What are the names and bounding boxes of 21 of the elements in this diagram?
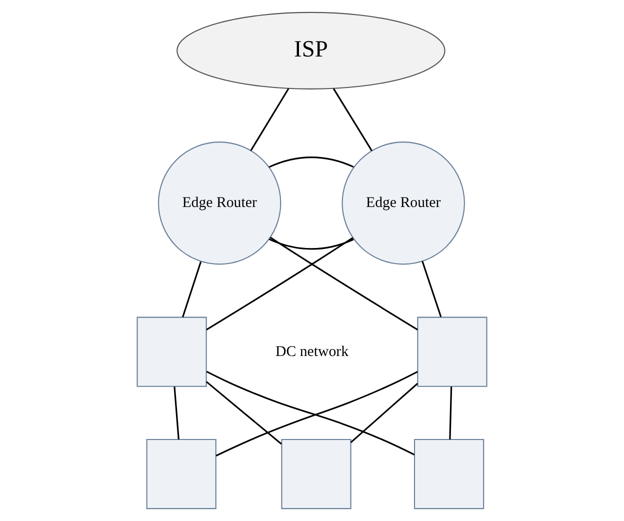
connector [449,386,452,440]
node-box [136,316,207,387]
connector [422,261,442,318]
connector [270,236,418,330]
connector [268,238,354,250]
connector [268,156,354,168]
connector [350,382,418,444]
connector [174,386,180,440]
node-box [146,438,216,510]
connector [182,261,202,318]
node-circle: Edge Router [158,142,282,265]
node-ellipse: ISP [176,12,446,90]
label: DC network [275,344,349,360]
node-circle: Edge Router [342,142,465,265]
connector [206,381,282,445]
connector [332,88,372,152]
node-box [414,438,484,510]
node-box [417,316,488,387]
node-box [281,438,352,510]
connector [206,237,354,330]
connector [250,88,290,152]
